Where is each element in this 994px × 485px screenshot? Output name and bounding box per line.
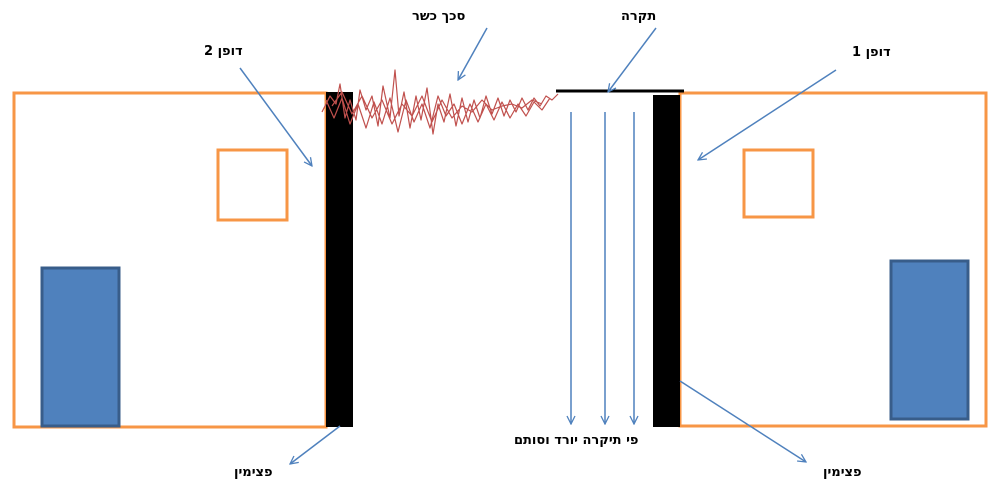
right-door — [889, 259, 970, 421]
right-window — [742, 148, 815, 219]
label-patzimin-left: פצימין — [234, 465, 273, 480]
pointer-dofen-2 — [239, 67, 312, 166]
label-dofen-1: דופן 1 — [852, 45, 891, 60]
label-schach-kasher: סכך כשר — [412, 9, 466, 24]
left-door — [40, 266, 121, 428]
left-post — [326, 92, 353, 427]
label-tikra: תקרה — [621, 9, 657, 24]
schach-scribble — [321, 69, 559, 135]
right-post — [653, 95, 680, 427]
left-window — [216, 148, 289, 222]
pointer-tikra — [608, 27, 657, 92]
label-dofen-2: דופן 2 — [204, 44, 243, 59]
pointer-dofen-1 — [698, 69, 837, 160]
pointer-patzimin-left — [290, 425, 341, 464]
pointer-schach — [458, 27, 488, 80]
pointer-patzimin-right — [679, 380, 806, 462]
label-pi-tikra: פי תיקרה יורד וסותם — [514, 433, 639, 448]
label-patzimin-right: פצימין — [823, 465, 862, 480]
